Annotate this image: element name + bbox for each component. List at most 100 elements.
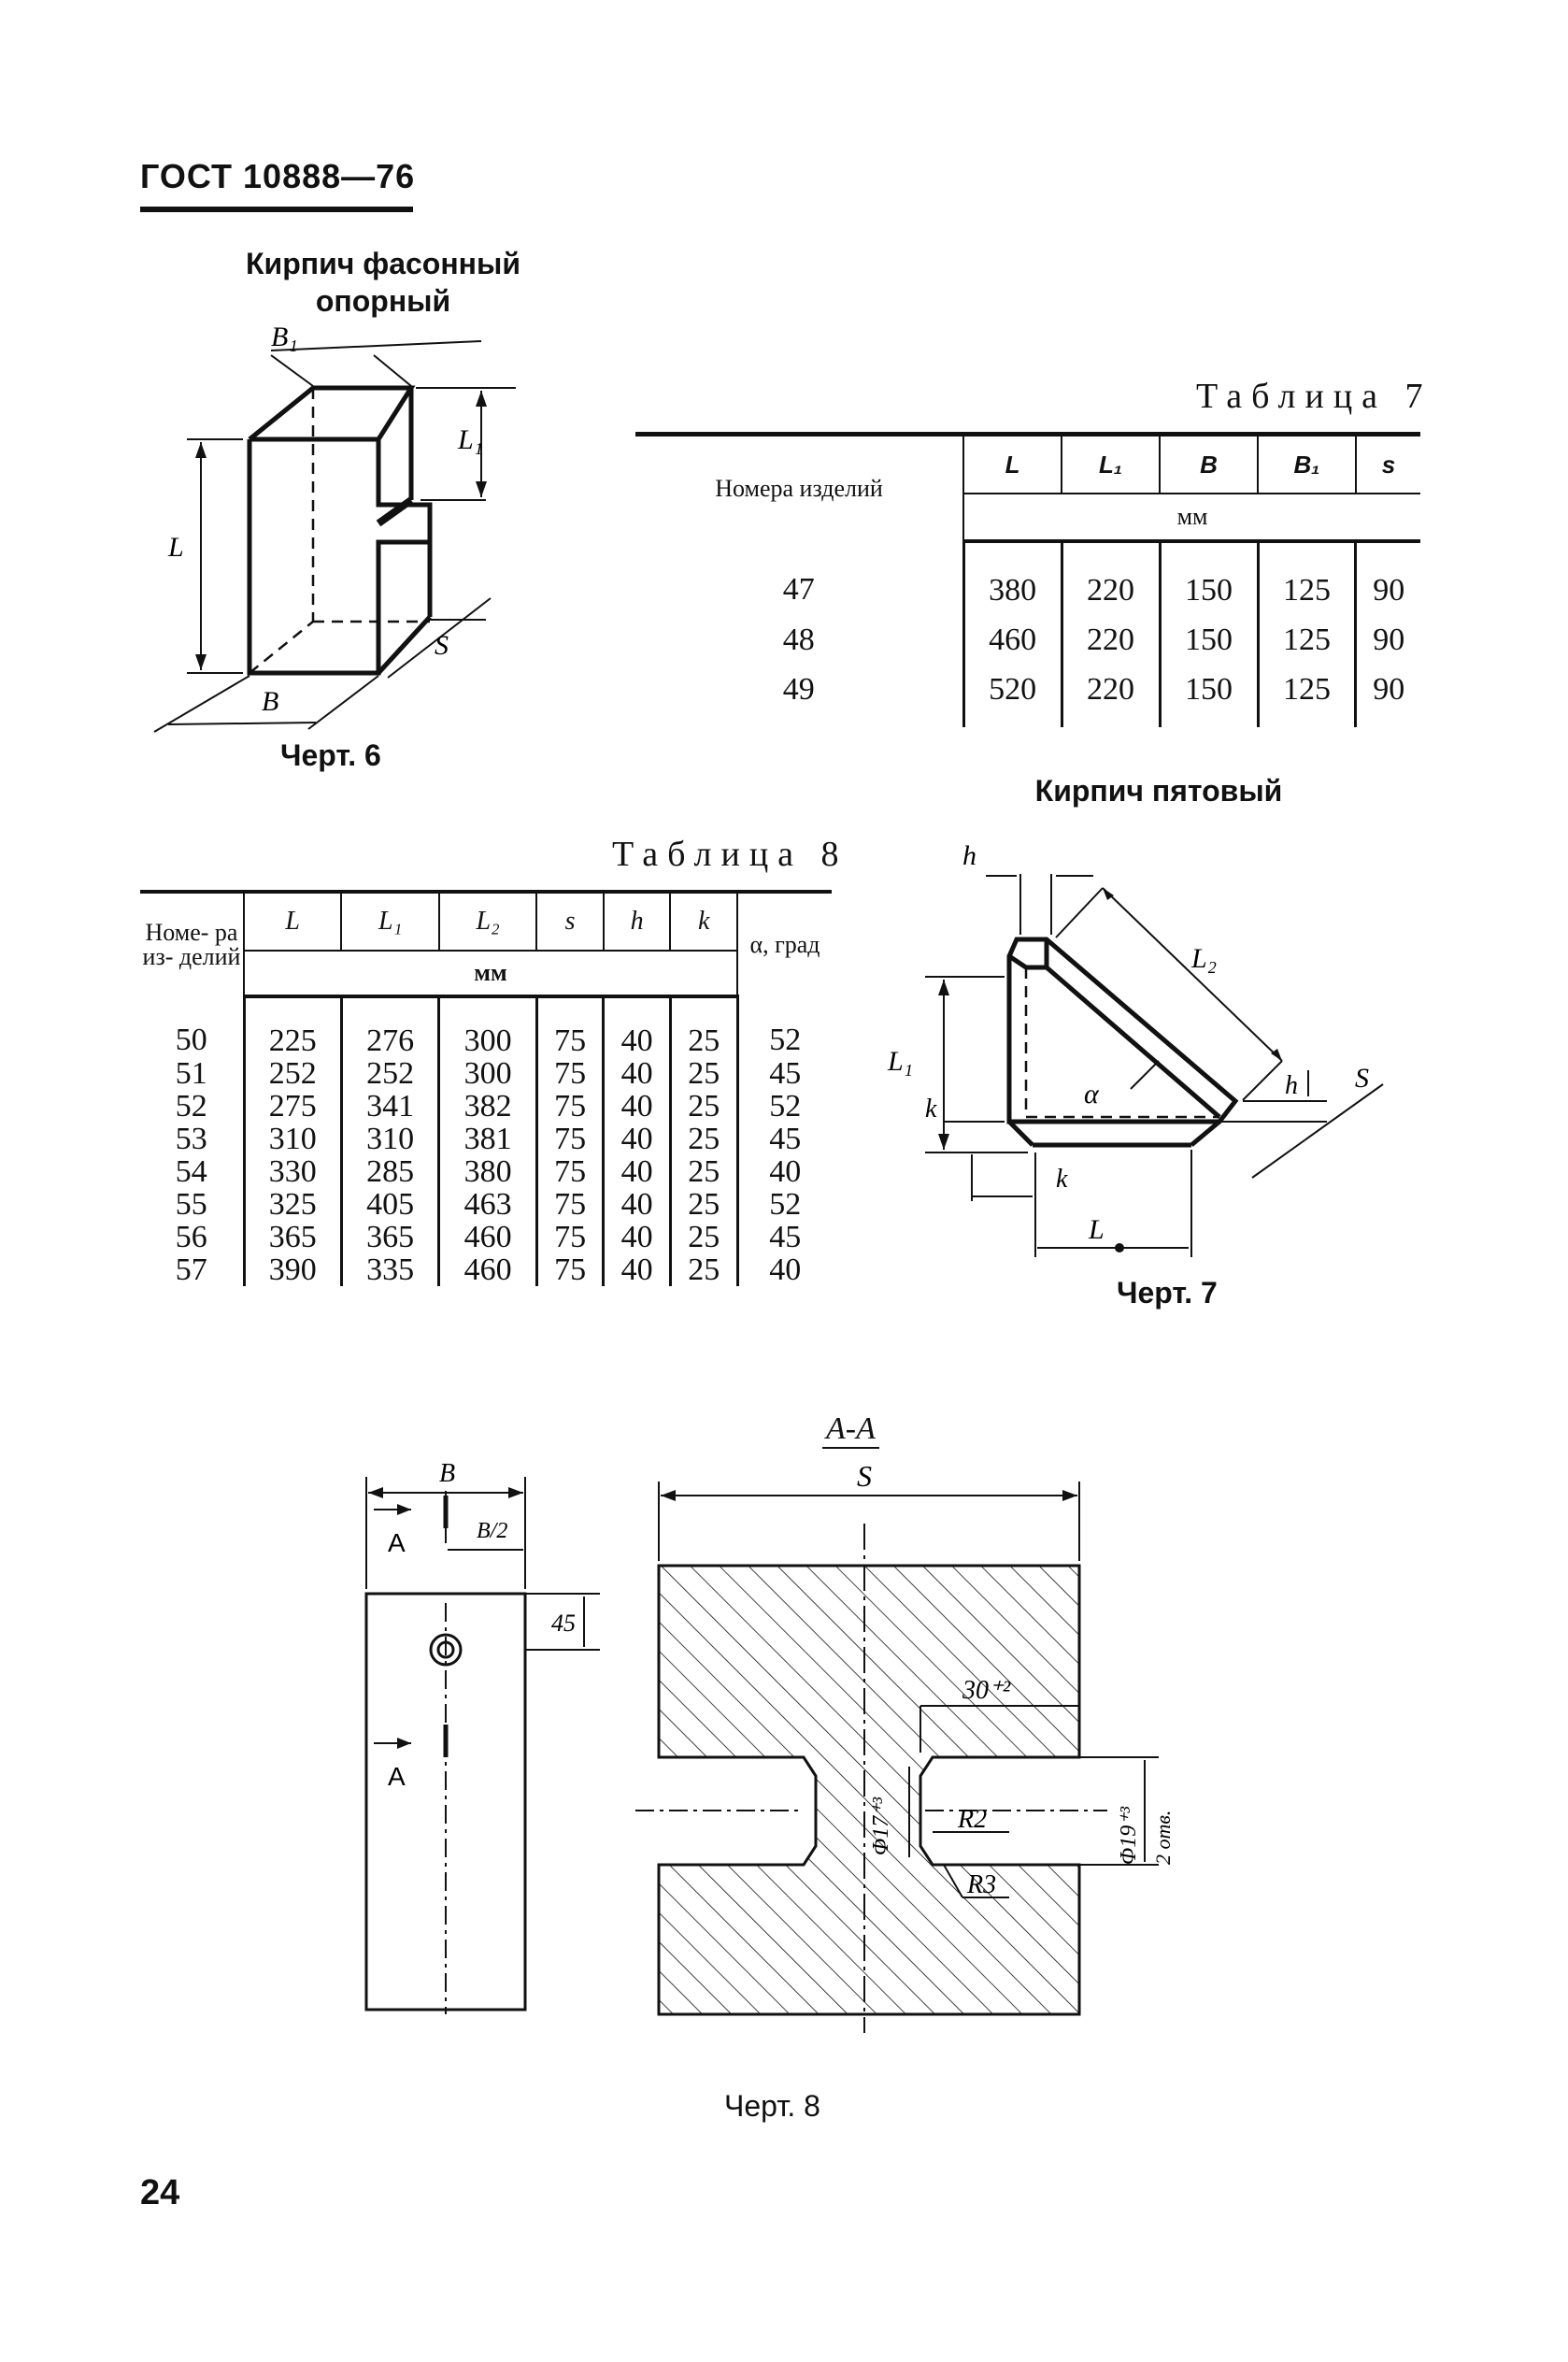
label-s: S [857, 1459, 872, 1493]
table8-col-l1: L₁ [340, 890, 439, 952]
label-a-bottom: A [388, 1762, 406, 1791]
table-cell: 25 [668, 1155, 737, 1188]
table-cell: 47 [782, 571, 815, 607]
table8-col-alpha: α, град [736, 890, 832, 996]
label-h-right: h [1285, 1071, 1298, 1100]
table-cell: 90 [1354, 541, 1420, 615]
table-cell: 125 [1256, 665, 1356, 727]
table-cell: 220 [1060, 665, 1161, 727]
table-cell: 50 [175, 1022, 207, 1057]
figure6-title: Кирпич фасонный опорный [224, 245, 542, 320]
table-cell: 382 [437, 1090, 537, 1123]
table-cell: 150 [1158, 615, 1258, 665]
table-cell: 463 [437, 1188, 537, 1221]
table-cell: 40 [735, 1253, 832, 1286]
label-l1: L₁ [457, 424, 483, 455]
label-l: L [1088, 1214, 1105, 1245]
table-cell: 25 [668, 1090, 737, 1123]
document-header: ГОСТ 10888—76 [140, 157, 416, 195]
table-cell: 285 [339, 1155, 439, 1188]
label-phi17: Φ17⁺³ [869, 1797, 893, 1855]
header-rule [140, 207, 413, 212]
table-cell: 150 [1158, 665, 1258, 727]
table-cell: 45 [735, 1057, 832, 1090]
table8-col-h: h [602, 890, 671, 952]
table-cell: 125 [1256, 615, 1356, 665]
table-cell: 276 [339, 996, 439, 1057]
label-k-bottom: k [1056, 1165, 1068, 1194]
table-cell: 54 [175, 1153, 207, 1189]
table-cell: 25 [668, 996, 737, 1057]
table-cell: 25 [668, 1057, 737, 1090]
figure7-title: Кирпич пятовый [1034, 774, 1283, 808]
figure6-drawing: B₁ L₁ L B S [153, 322, 516, 733]
label-r3: R3 [966, 1870, 996, 1899]
table-cell: 75 [535, 996, 604, 1057]
figure7-drawing: h L₂ L₁ k k α h S L [887, 840, 1384, 1257]
table-cell: 52 [175, 1088, 207, 1124]
table8-col-l2: L₂ [437, 890, 537, 952]
label-alpha: α [1084, 1079, 1100, 1109]
table7-col-item: Номера изделий [635, 432, 965, 541]
table-cell: 51 [175, 1055, 207, 1091]
table-cell: 75 [535, 1253, 604, 1286]
table-cell: 75 [535, 1123, 604, 1155]
label-l: L [167, 532, 184, 563]
table-cell: 335 [339, 1253, 439, 1286]
table-cell: 48 [782, 622, 815, 657]
table-cell: 125 [1256, 541, 1356, 615]
label-l2: L₂ [1190, 943, 1217, 974]
table-cell: 25 [668, 1253, 737, 1286]
table-cell: 40 [602, 1090, 671, 1123]
table-cell: 220 [1060, 541, 1161, 615]
table-cell: 381 [437, 1123, 537, 1155]
table-cell: 380 [437, 1155, 537, 1188]
page-number: 24 [140, 2173, 180, 2212]
table-cell: 90 [1354, 615, 1420, 665]
figure8-side-view: B B/2 A A 45 [364, 1459, 600, 2014]
table-cell: 310 [242, 1123, 342, 1155]
label-holes: 2 отв. [1151, 1811, 1175, 1865]
table-cell: 90 [1354, 665, 1420, 727]
table-cell: 45 [735, 1221, 832, 1253]
table7-col-l: L [962, 432, 1062, 494]
label-45: 45 [551, 1610, 576, 1637]
table-cell: 40 [602, 1123, 671, 1155]
table-cell: 380 [962, 541, 1062, 615]
table-cell: 300 [437, 996, 537, 1057]
table7-col-l1: L₁ [1061, 432, 1161, 494]
table-cell: 45 [735, 1123, 832, 1155]
figure8-caption: Черт. 8 [724, 2089, 820, 2123]
table-cell: 275 [242, 1090, 342, 1123]
table-cell: 252 [339, 1057, 439, 1090]
table-cell: 55 [175, 1186, 207, 1222]
table8-label: Таблица 8 [612, 835, 848, 874]
table8: Номе- ра из- делий L L₁ L₂ s h k α, град… [140, 890, 832, 1286]
table-cell: 460 [437, 1253, 537, 1286]
table-row: 47 380 220 150 125 90 [635, 541, 1420, 615]
table-cell: 40 [602, 1155, 671, 1188]
table-cell: 220 [1060, 615, 1161, 665]
label-b: B [262, 686, 278, 717]
table7-label: Таблица 7 [1196, 377, 1433, 416]
table-cell: 57 [175, 1252, 207, 1287]
table-row: 49 520 220 150 125 90 [635, 665, 1420, 727]
table-cell: 53 [175, 1121, 207, 1156]
table-cell: 310 [339, 1123, 439, 1155]
table-cell: 40 [602, 1057, 671, 1090]
label-b: B [439, 1459, 455, 1488]
table-row: 48 460 220 150 125 90 [635, 615, 1420, 665]
table-cell: 56 [175, 1219, 207, 1254]
figure7-caption: Черт. 7 [1117, 1276, 1218, 1310]
table-cell: 365 [339, 1221, 439, 1253]
table-cell: 252 [242, 1057, 342, 1090]
label-r2: R2 [957, 1805, 987, 1834]
table-cell: 365 [242, 1221, 342, 1253]
table-cell: 75 [535, 1155, 604, 1188]
table-cell: 25 [668, 1188, 737, 1221]
